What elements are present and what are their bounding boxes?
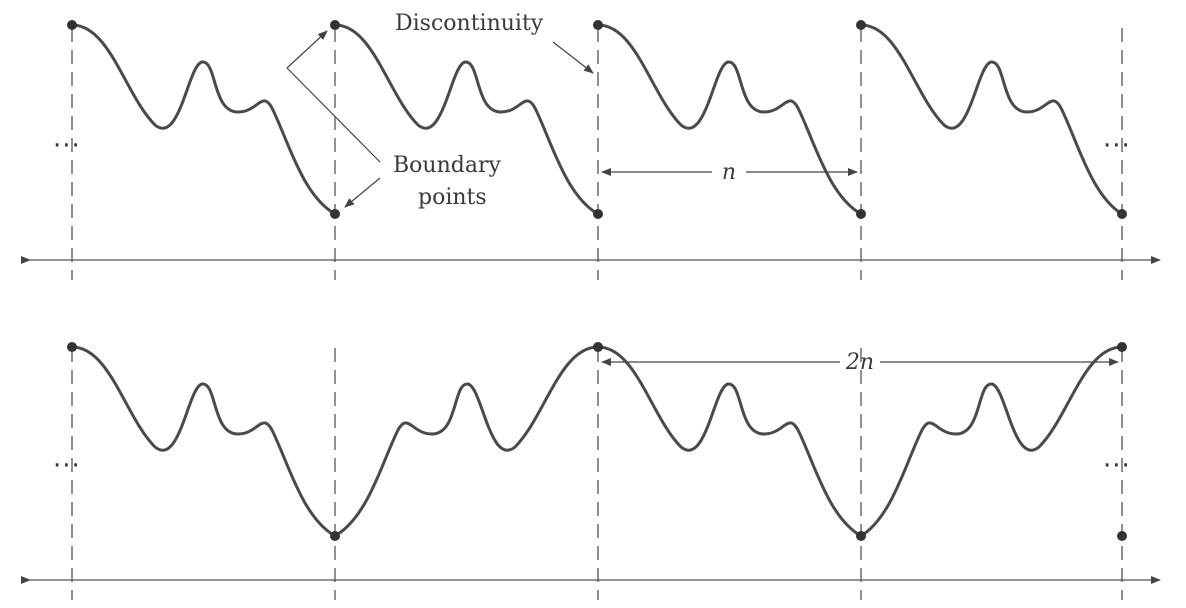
- boundary-points-label-line2: points: [418, 185, 487, 210]
- boundary-point: [1117, 531, 1127, 541]
- discontinuity-label: Discontinuity: [395, 11, 544, 36]
- boundary-point: [1117, 342, 1127, 352]
- boundary-points-arrows: [286, 30, 381, 208]
- bottom-ellipsis-left: ···: [53, 451, 81, 481]
- bottom-wave-mirror-2: [859, 345, 1124, 538]
- top-ellipsis-right: ···: [1103, 131, 1131, 161]
- top-wave-period-2: [333, 23, 600, 216]
- top-dashed-boundaries: [71, 28, 1123, 280]
- bottom-wave-mirror-1: [333, 345, 600, 538]
- boundary-arrow-up: [286, 30, 328, 69]
- top-boundary-points: [67, 20, 1127, 219]
- bottom-wave-original-2: [596, 345, 863, 538]
- top-ellipsis-left: ···: [53, 131, 81, 161]
- top-waveform: [70, 23, 1124, 216]
- boundary-point: [330, 531, 340, 541]
- boundary-point: [1117, 209, 1127, 219]
- bottom-panel: 2n ··· ···: [21, 342, 1161, 600]
- top-panel: Discontinuity Boundary points n ··· ···: [21, 11, 1161, 280]
- boundary-points-label-line1: Boundary: [393, 153, 501, 178]
- period-n-label: n: [722, 160, 736, 185]
- discontinuity-arrow: [552, 41, 594, 74]
- period-2n-label: 2n: [845, 350, 874, 375]
- bottom-ellipsis-right: ···: [1103, 451, 1131, 481]
- boundary-point: [330, 209, 340, 219]
- boundary-point: [67, 342, 77, 352]
- bottom-waveform: [70, 345, 1124, 538]
- boundary-point: [67, 20, 77, 30]
- boundary-leader-top: [286, 67, 381, 163]
- boundary-point: [856, 531, 866, 541]
- bottom-wave-original-1: [70, 345, 337, 538]
- top-wave-period-4: [859, 23, 1124, 216]
- bottom-dashed-boundaries: [71, 348, 1123, 600]
- boundary-arrow-down: [344, 177, 381, 208]
- boundary-point: [593, 342, 603, 352]
- boundary-point: [330, 20, 340, 30]
- boundary-point: [856, 209, 866, 219]
- bottom-boundary-points: [67, 342, 1127, 541]
- boundary-point: [593, 209, 603, 219]
- boundary-point: [856, 20, 866, 30]
- boundary-point: [593, 20, 603, 30]
- top-wave-period-3: [596, 23, 863, 216]
- top-wave-period-1: [70, 23, 337, 216]
